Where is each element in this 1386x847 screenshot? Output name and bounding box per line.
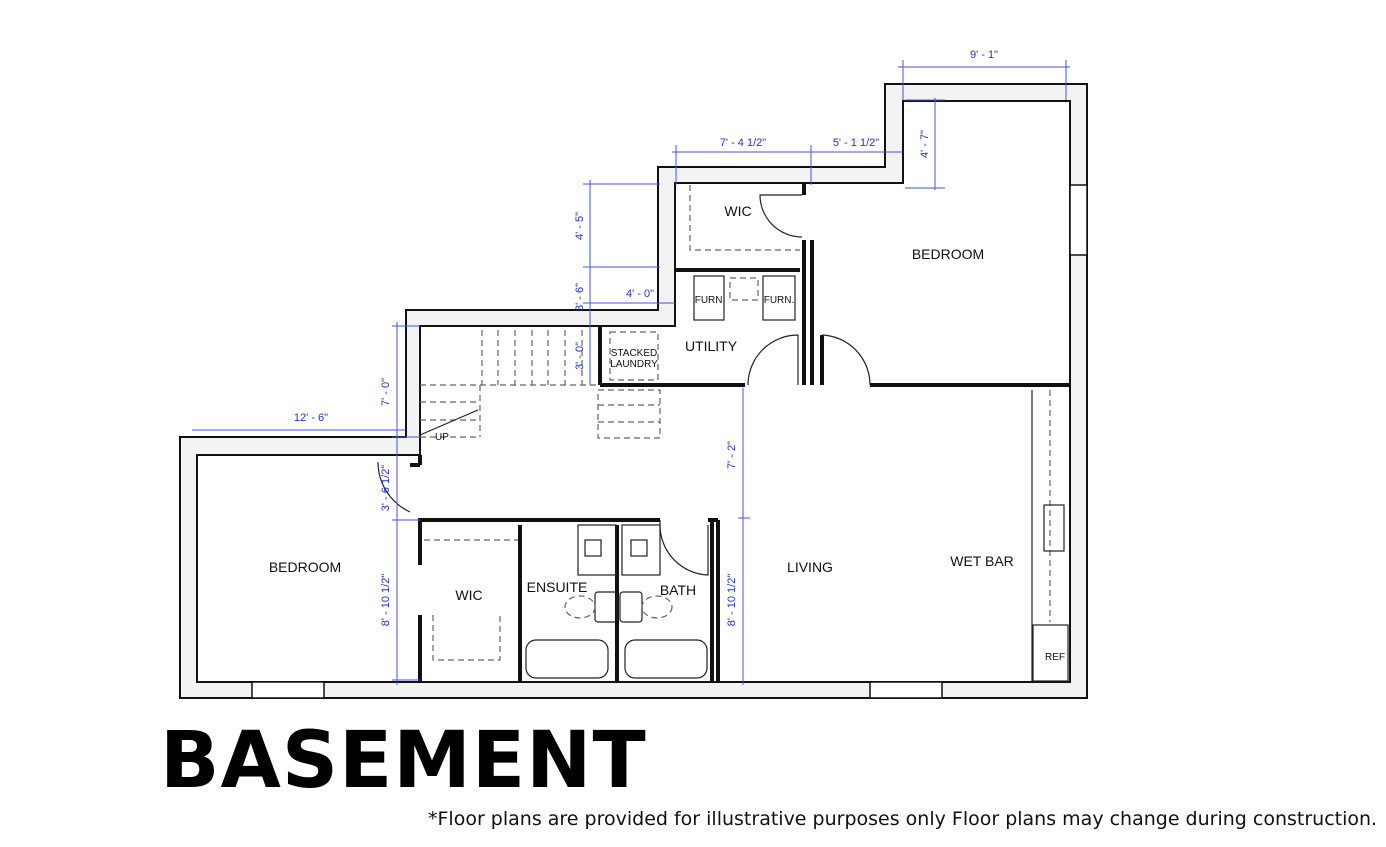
window bbox=[251, 681, 325, 699]
room-label-bedroom-right: BEDROOM bbox=[912, 246, 984, 262]
dim-living-lower-depth: 8' - 10 1/2" bbox=[726, 574, 738, 627]
room-label-laundry-1: STACKED bbox=[611, 348, 658, 359]
dim-jog-width: 5' - 1 1/2" bbox=[833, 137, 879, 149]
floor-title: BASEMENT bbox=[160, 716, 647, 806]
dim-wic-width: 7' - 4 1/2" bbox=[720, 137, 766, 149]
room-label-bedroom-left: BEDROOM bbox=[269, 559, 341, 575]
stairs-up-label: UP bbox=[435, 432, 449, 443]
dim-utility-jog-depth: 3' - 6" bbox=[574, 283, 586, 311]
room-label-wet-bar: WET BAR bbox=[950, 553, 1014, 569]
room-label-laundry-2: LAUNDRY bbox=[610, 359, 658, 370]
dim-top-right-width: 9' - 1" bbox=[970, 49, 998, 61]
room-label-utility: UTILITY bbox=[685, 338, 738, 354]
staircase bbox=[419, 330, 661, 439]
dim-bedroom-jog-depth: 4' - 7" bbox=[919, 130, 931, 158]
dimension-lines bbox=[192, 60, 1070, 685]
dim-bedroom-left-depth: 8' - 10 1/2" bbox=[380, 574, 392, 627]
dim-wic-depth: 4' - 5" bbox=[574, 212, 586, 240]
dim-hall-depth: 3' - 6 1/2" bbox=[380, 465, 392, 511]
room-label-ref: REF bbox=[1045, 652, 1065, 663]
room-label-ensuite: ENSUITE bbox=[527, 579, 588, 595]
room-label-bath: BATH bbox=[660, 582, 696, 598]
dim-laundry-width: 4' - 0" bbox=[626, 288, 654, 300]
exterior-wall bbox=[179, 83, 1088, 699]
room-label-wic-lower: WIC bbox=[455, 587, 482, 603]
window bbox=[869, 681, 943, 699]
dim-laundry-depth: 3' - 0" bbox=[574, 342, 586, 370]
disclaimer: *Floor plans are provided for illustrati… bbox=[428, 808, 1378, 830]
room-label-furn-2: FURN. bbox=[764, 295, 795, 306]
window bbox=[1069, 184, 1088, 256]
room-label-living: LIVING bbox=[787, 559, 833, 575]
interior-walls bbox=[410, 183, 1070, 682]
dim-stair-depth: 7' - 0" bbox=[380, 378, 392, 406]
fixtures bbox=[424, 185, 1069, 682]
room-label-furn-1: FURN. bbox=[695, 295, 726, 306]
dim-living-upper-depth: 7' - 2" bbox=[726, 441, 738, 469]
room-label-wic-upper: WIC bbox=[724, 203, 751, 219]
dim-bedroom-left-width: 12' - 6" bbox=[294, 412, 328, 424]
